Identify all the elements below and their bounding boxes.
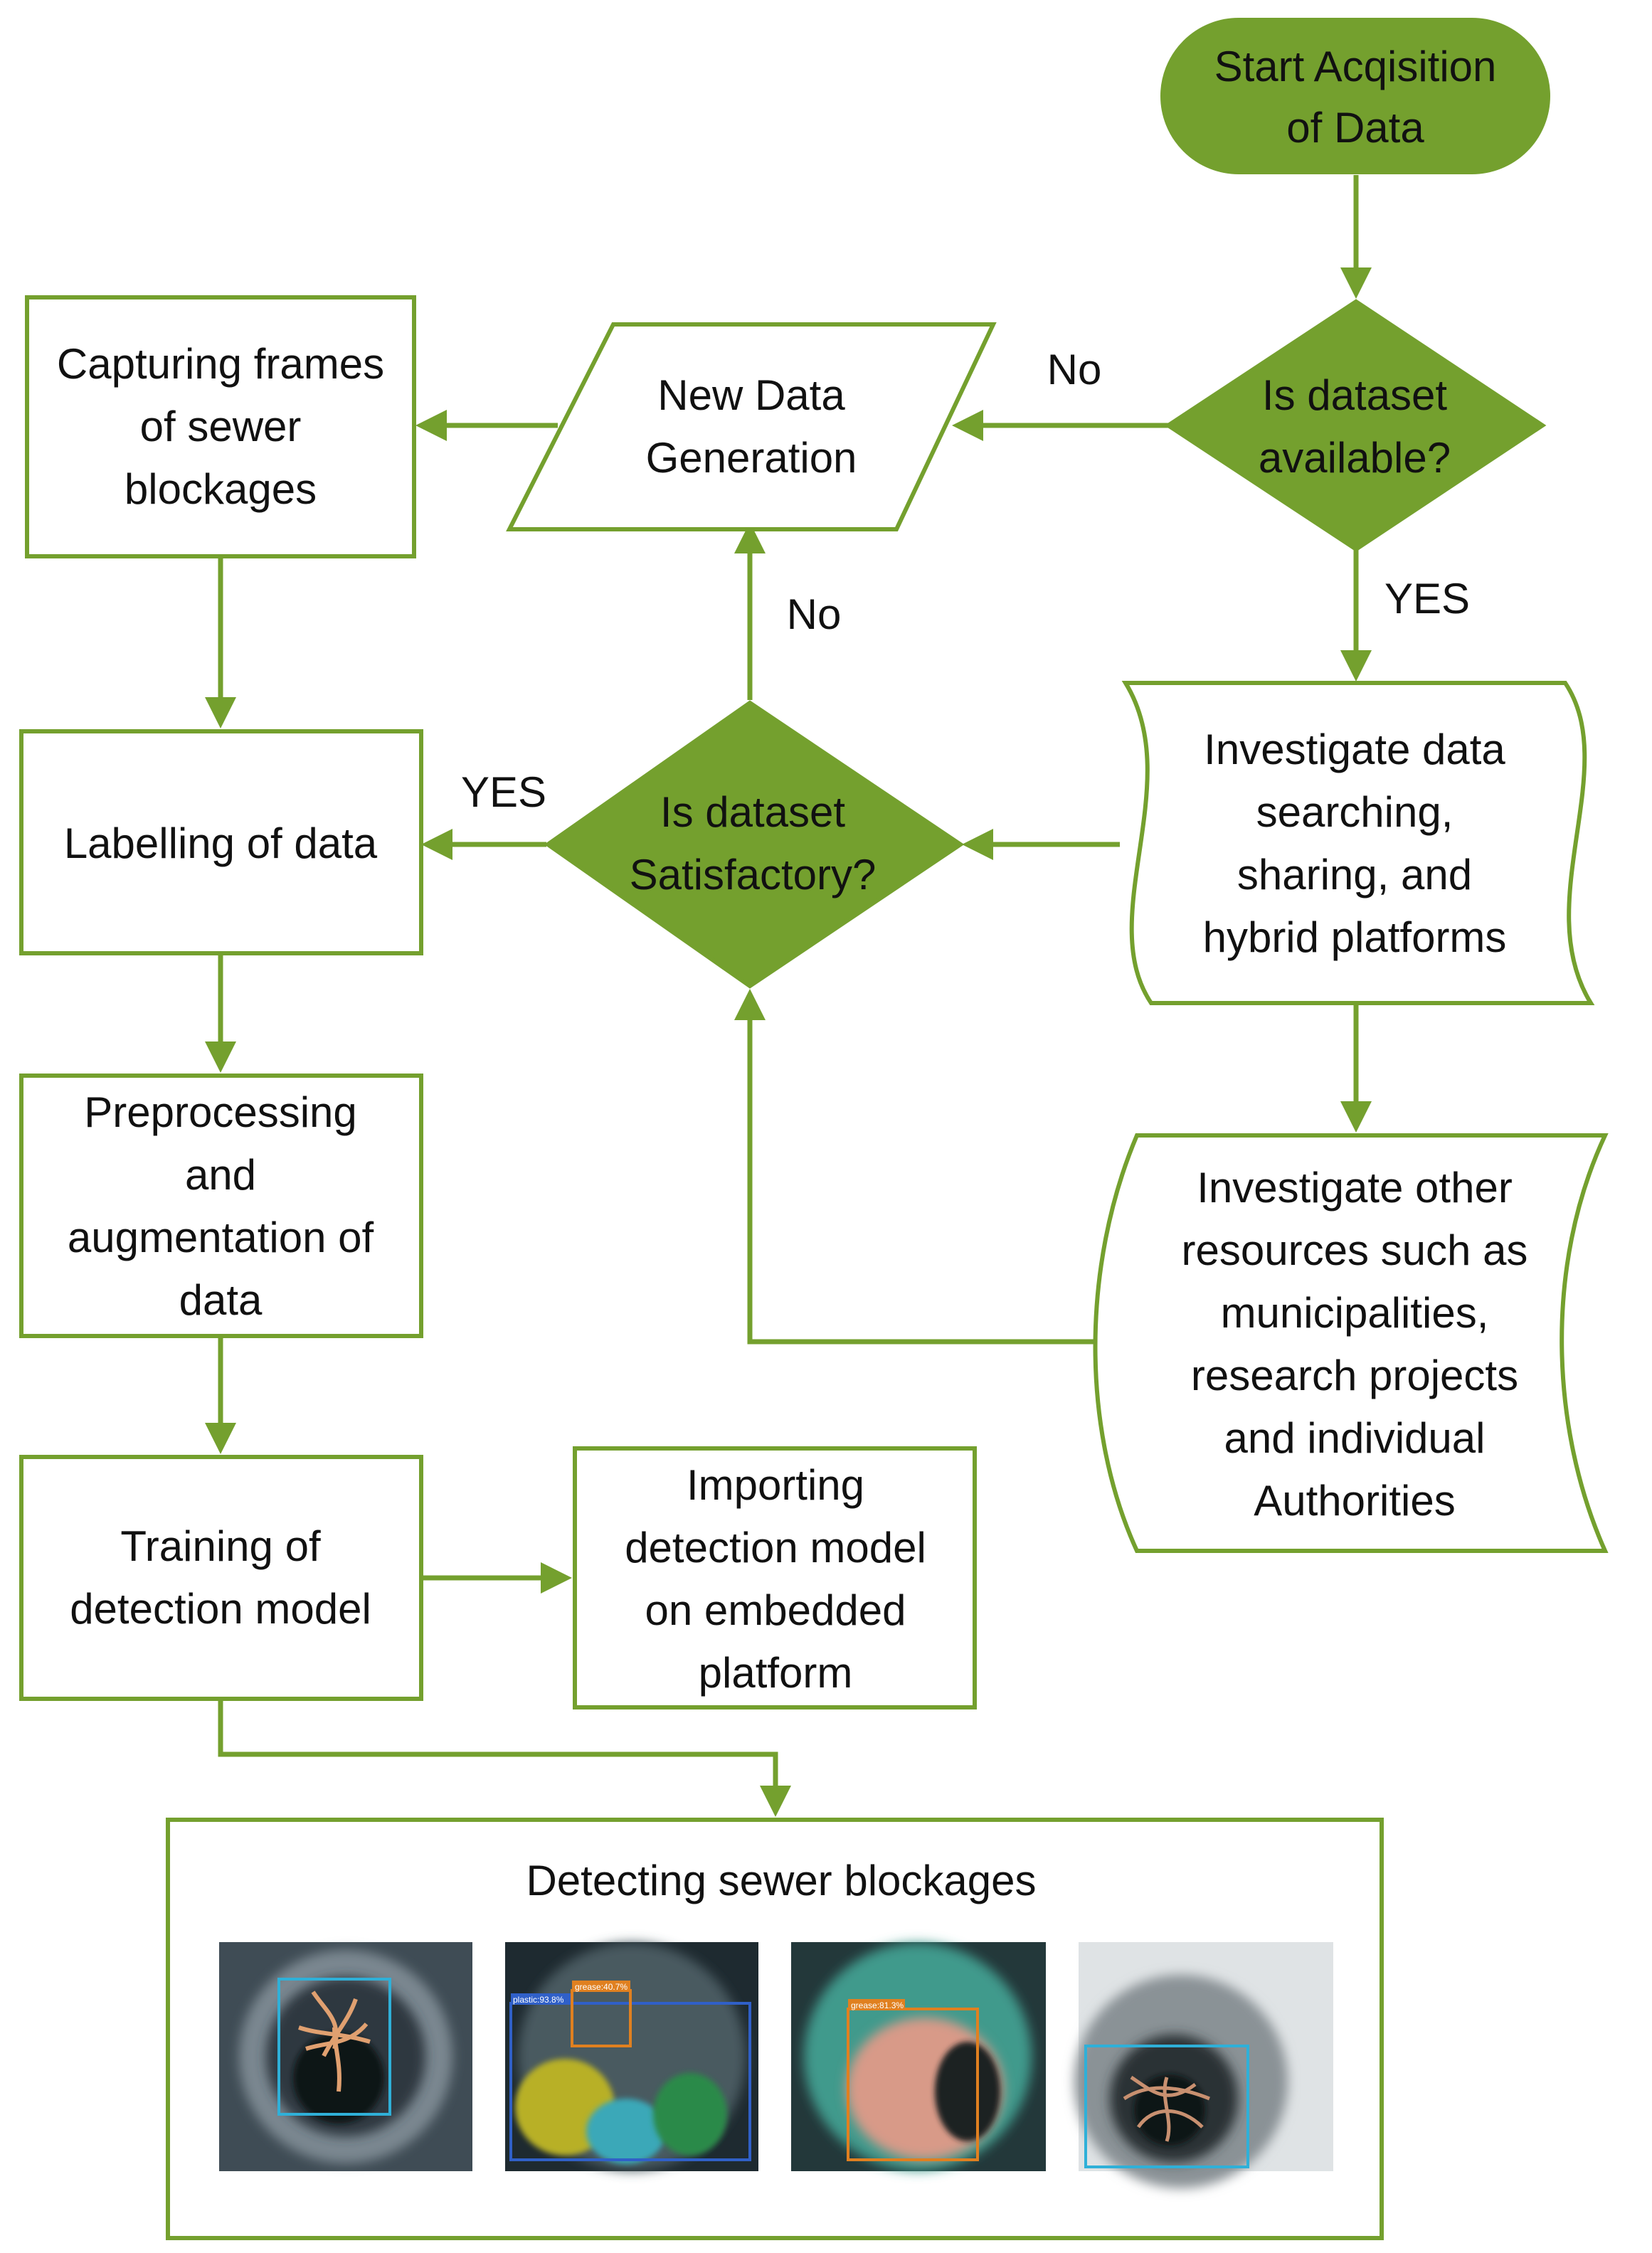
detection-tag — [848, 1999, 905, 2010]
decision-satisfactory-line-1: Is dataset — [660, 788, 845, 836]
investigate-resources-node: Investigate other resources such as muni… — [1093, 1133, 1609, 1553]
capturing-frames-node: Capturing frames of sewer blockages — [25, 295, 416, 558]
detecting-title: Detecting sewer blockages — [526, 1857, 1036, 1904]
start-label-line-1: Start Acqisition — [1214, 43, 1497, 90]
start-terminal-shape — [1160, 18, 1550, 174]
preprocessing-node: Preprocessing and augmentation of data — [19, 1074, 423, 1338]
data-shape — [1121, 681, 1595, 1005]
preprocessing-line-4: data — [179, 1276, 263, 1324]
arrowhead — [205, 1423, 236, 1454]
detection-box — [277, 1978, 391, 2116]
arrowhead — [415, 410, 447, 441]
new-data-generation-node: New Data Generation — [506, 322, 997, 531]
resources-line-5: and individual — [1224, 1414, 1486, 1462]
process-box-shape — [573, 1446, 977, 1709]
edge-resources-to-satisfactory — [747, 1017, 1104, 1345]
detection-box — [847, 2008, 979, 2161]
arrowhead — [962, 829, 993, 860]
resources-line-6: Authorities — [1254, 1477, 1455, 1525]
importing-line-3: on embedded — [645, 1586, 906, 1634]
importing-line-4: platform — [699, 1649, 853, 1697]
edge-label-yes-satisfactory: YES — [461, 768, 546, 816]
importing-line-2: detection model — [625, 1524, 926, 1571]
training-line-1: Training of — [120, 1522, 321, 1570]
training-line-2: detection model — [70, 1585, 371, 1633]
arrowhead — [421, 829, 452, 860]
arrowhead — [734, 522, 766, 553]
detection-tag-grease — [572, 1981, 630, 1992]
roots — [298, 1990, 371, 2092]
start-node: Start Acqisition of Data — [1160, 18, 1550, 174]
labelling-node: Labelling of data — [19, 729, 423, 955]
capturing-line-1: Capturing frames — [57, 340, 384, 388]
detection-label-grease: grease:40.7% — [575, 1982, 628, 1992]
labelling-line-1: Labelling of data — [64, 820, 378, 867]
preprocessing-line-2: and — [185, 1151, 256, 1199]
process-box-shape — [19, 729, 423, 955]
importing-node: Importing detection model on embedded pl… — [573, 1446, 977, 1709]
sewer-grease-image: grease:81.3% — [791, 1942, 1046, 2171]
decision-available-line-1: Is dataset — [1262, 371, 1447, 419]
capturing-line-3: blockages — [125, 465, 317, 513]
edges: No YES No YES — [205, 175, 1470, 1817]
new-data-line-1: New Data — [657, 371, 845, 419]
detection-box — [1084, 2045, 1249, 2168]
edge-label-no-satisfactory: No — [787, 590, 842, 638]
process-box-shape — [19, 1074, 423, 1338]
platforms-line-4: hybrid platforms — [1203, 913, 1507, 961]
new-data-line-2: Generation — [646, 434, 857, 482]
sewer-roots-image-1 — [219, 1942, 472, 2171]
edge-label-yes-available: YES — [1384, 575, 1470, 622]
decision-diamond-shape — [1164, 299, 1547, 552]
arrowhead — [205, 1041, 236, 1073]
resources-line-3: municipalities, — [1221, 1289, 1489, 1337]
arrowhead — [205, 697, 236, 728]
preprocessing-line-3: augmentation of — [68, 1214, 374, 1261]
training-node: Training of detection model — [19, 1455, 423, 1701]
detection-label-plastic: plastic:93.8% — [513, 1995, 564, 2005]
decision-dataset-satisfactory: Is dataset Satisfactory? — [544, 700, 965, 989]
capturing-line-2: of sewer — [140, 403, 302, 450]
detecting-node: Detecting sewer blockages — [166, 1818, 1384, 2240]
decision-diamond-shape — [544, 700, 965, 989]
process-box-shape — [19, 1455, 423, 1701]
platforms-line-2: searching, — [1256, 788, 1454, 836]
process-box-shape — [25, 295, 416, 558]
preprocessing-line-1: Preprocessing — [84, 1088, 357, 1136]
arrowhead — [734, 989, 766, 1020]
pipe-hole — [935, 2042, 1000, 2141]
bottle-blue — [586, 2099, 666, 2164]
importing-line-1: Importing — [687, 1461, 864, 1509]
detection-label-grease: grease:81.3% — [851, 2000, 904, 2010]
arrowhead — [1340, 650, 1372, 682]
resources-line-1: Investigate other — [1197, 1164, 1513, 1212]
start-label-line-2: of Data — [1286, 104, 1424, 152]
parallelogram-shape — [506, 322, 997, 531]
platforms-line-1: Investigate data — [1204, 726, 1505, 773]
decision-available-line-2: available? — [1259, 434, 1451, 482]
arrowhead — [952, 410, 983, 441]
decision-satisfactory-line-2: Satisfactory? — [630, 851, 877, 898]
edge-training-to-detecting — [218, 1699, 778, 1788]
platforms-line-3: sharing, and — [1237, 851, 1472, 898]
arrowhead — [1340, 267, 1372, 299]
bottle-green — [653, 2073, 727, 2156]
roots — [1123, 2075, 1210, 2142]
resources-line-2: resources such as — [1182, 1226, 1528, 1274]
arrowhead — [1340, 1101, 1372, 1133]
detection-tag-plastic — [511, 1993, 571, 2005]
edge-label-no-available: No — [1047, 346, 1102, 393]
arrowhead — [541, 1562, 572, 1594]
data-shape — [1093, 1133, 1609, 1553]
sewer-roots-image-2 — [1074, 1942, 1333, 2188]
resources-line-4: research projects — [1191, 1352, 1518, 1399]
arrowhead — [760, 1786, 791, 1817]
investigate-platforms-node: Investigate data searching, sharing, and… — [1121, 681, 1595, 1005]
sewer-bottles-image: grease:40.7% plastic:93.8% — [505, 1942, 758, 2171]
decision-dataset-available: Is dataset available? — [1164, 299, 1547, 552]
